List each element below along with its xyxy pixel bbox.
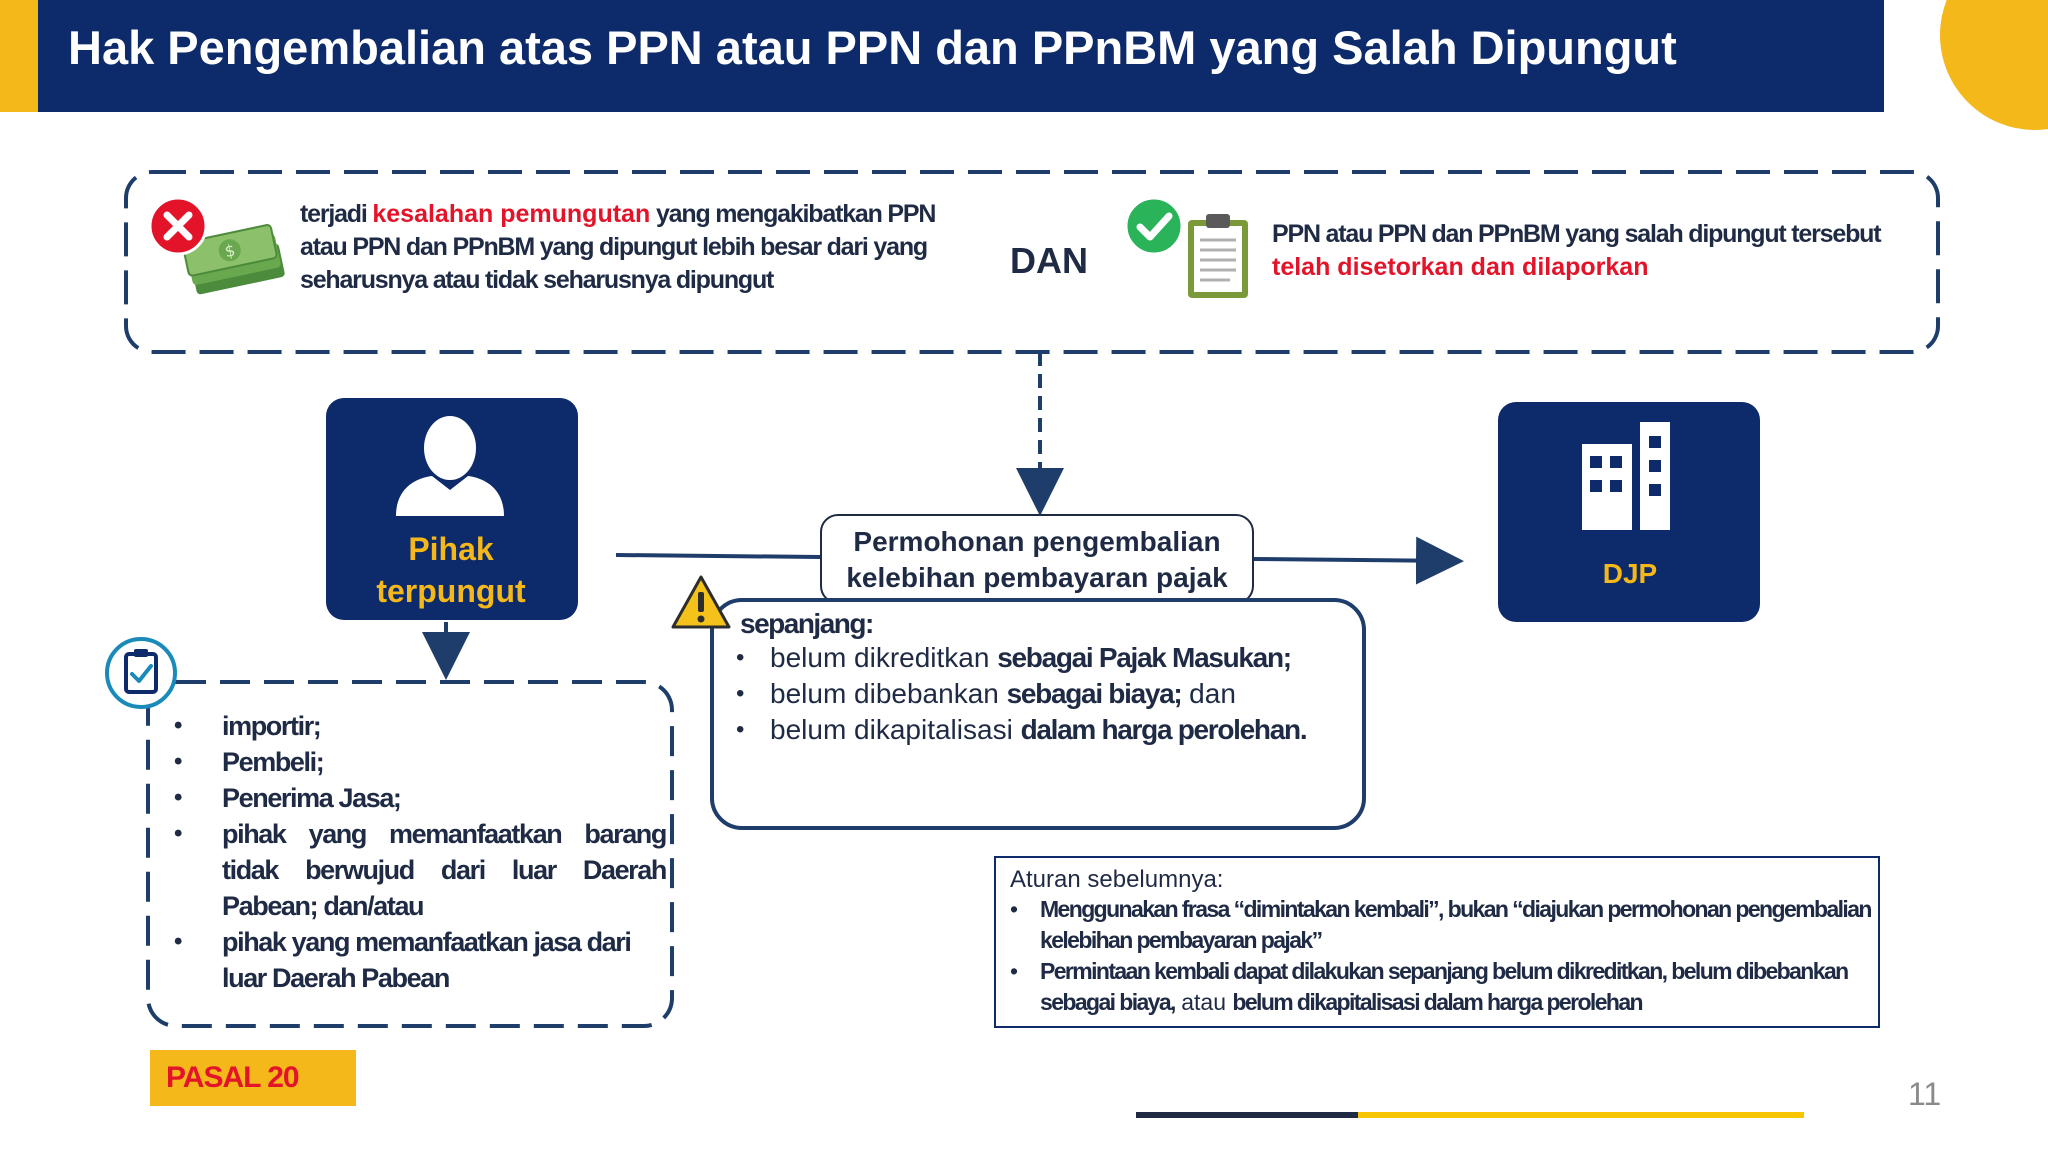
pihak-label-line2: terpungut [376, 573, 526, 609]
condition-second-text: PPN atau PPN dan PPnBM yang salah dipung… [1272, 218, 1892, 284]
aturan-title: Aturan sebelumnya: [1010, 866, 1224, 893]
person-icon [396, 416, 504, 516]
title-bar [38, 0, 1884, 112]
clipboard-check-icon [105, 637, 177, 709]
sepanjang-item: belum dikapitalisasi dalam harga peroleh… [734, 712, 1344, 748]
check-circle-icon [1124, 196, 1184, 256]
condition-first-text: terjadi kesalahan pemungutan yang mengak… [300, 198, 966, 297]
aturan-list: Menggunakan frasa “dimintakan kembali”, … [1004, 894, 1874, 1018]
condition-second-highlight: telah disetorkan dan dilaporkan [1272, 253, 1649, 281]
pembeli-item: Pembeli; [166, 744, 666, 780]
pasal-badge: PASAL 20 [150, 1050, 356, 1106]
condition-first-highlight: kesalahan pemungutan [372, 200, 651, 228]
svg-text:$: $ [223, 240, 237, 261]
sepanjang-item-tail: dan [1181, 678, 1236, 709]
sepanjang-list: belum dikreditkan sebagai Pajak Masukan;… [734, 640, 1344, 748]
pihak-label-line1: Pihak [408, 531, 494, 567]
sepanjang-title: sepanjang: [740, 608, 874, 639]
pihak-terpungut-label: Pihak terpungut [326, 528, 576, 612]
sepanjang-item-plain: belum dibebankan [770, 678, 1007, 709]
pembeli-item: importir; [166, 708, 666, 744]
sepanjang-item-plain: belum dikreditkan [770, 642, 998, 673]
sepanjang-item: belum dikreditkan sebagai Pajak Masukan; [734, 640, 1344, 676]
page-number: 11 [1908, 1076, 1942, 1112]
sepanjang-item-bold: sebagai Pajak Masukan; [997, 642, 1292, 673]
aturan-item1-text: Menggunakan frasa “dimintakan kembali”, … [1040, 896, 1872, 953]
condition-first-prefix: terjadi [300, 200, 373, 228]
title-accent-bar [0, 0, 38, 112]
pembeli-item: pihak yang memanfaatkan barang tidak ber… [166, 816, 667, 924]
aturan-item2-part-c: belum dikapitalisasi dalam harga peroleh… [1232, 989, 1643, 1015]
pembeli-list: importir; Pembeli; Penerima Jasa; pihak … [166, 708, 667, 996]
warning-icon [671, 575, 731, 629]
flow-arrow-right [1253, 536, 1464, 585]
condition-second-prefix: PPN atau PPN dan PPnBM yang salah dipung… [1272, 220, 1882, 248]
aturan-item: Permintaan kembali dapat dilakukan sepan… [1004, 956, 1874, 1018]
pembeli-item: pihak yang memanfaatkan jasa dari luar D… [166, 924, 666, 996]
aturan-item2-part-b: atau [1174, 989, 1233, 1015]
money-stack-icon: $ [181, 224, 285, 295]
building-icon [1582, 422, 1670, 530]
clipboard-icon [1188, 214, 1248, 298]
aturan-item: Menggunakan frasa “dimintakan kembali”, … [1004, 894, 1874, 956]
condition-first-suffix: yang mengakibatkan PPN atau PPN dan PPnB… [300, 200, 936, 294]
sepanjang-item: belum dibebankan sebagai biaya; dan [734, 676, 1344, 712]
sepanjang-item-bold: sebagai biaya; [1006, 678, 1183, 709]
sepanjang-item-plain: belum dikapitalisasi [770, 714, 1021, 745]
sepanjang-item-bold: dalam harga perolehan. [1020, 714, 1308, 745]
x-circle-icon [148, 196, 208, 256]
pembeli-dashed-box [146, 680, 674, 1028]
permohonan-box: Permohonan pengembalian kelebihan pembay… [820, 514, 1254, 604]
permohonan-line1: Permohonan pengembalian [853, 526, 1221, 557]
flow-line-left [615, 553, 821, 559]
aturan-item2-part-a: Permintaan kembali dapat dilakukan sepan… [1040, 958, 1849, 1015]
pembeli-item: Penerima Jasa; [166, 780, 666, 816]
djp-label: DJP [1602, 558, 1658, 589]
footer-bar-navy [1136, 1112, 1358, 1118]
permohonan-line2: kelebihan pembayaran pajak [846, 562, 1228, 593]
page-title: Hak Pengembalian atas PPN atau PPN dan P… [68, 21, 1677, 74]
footer-bar-yellow [1358, 1112, 1804, 1118]
conditions-dashed-box [124, 170, 1940, 354]
connector-dan: DAN [1010, 240, 1088, 281]
